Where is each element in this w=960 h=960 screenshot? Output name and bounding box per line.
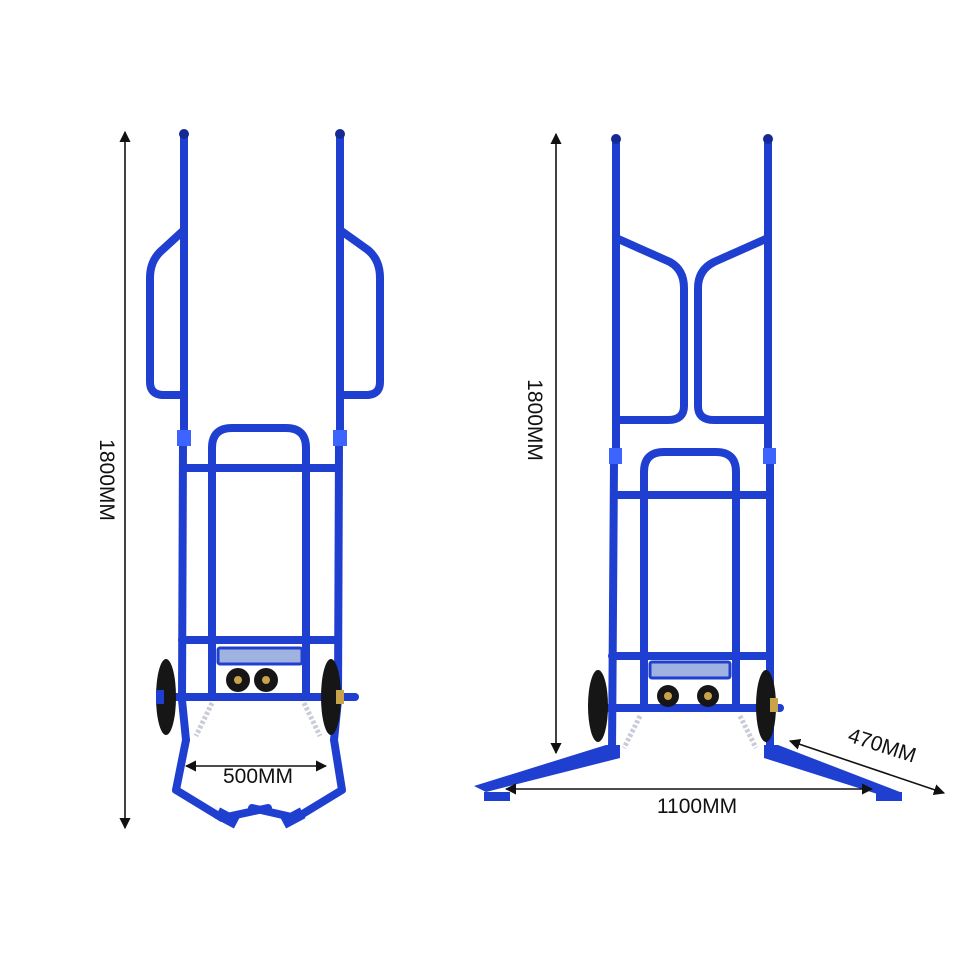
open-left-base-leg	[474, 745, 620, 792]
open-caster-wheels	[657, 685, 719, 707]
open-left-collar	[609, 448, 622, 464]
open-left-upright	[608, 136, 620, 756]
width-dimension: 500MM	[184, 760, 328, 788]
open-left-foot-plate	[484, 792, 510, 801]
open-left-spring	[621, 714, 643, 750]
right-handle-cap	[335, 129, 345, 139]
right-grip-loop	[336, 226, 384, 399]
folded-base-left	[172, 736, 272, 822]
right-spring	[301, 701, 323, 738]
right-joint-collar	[333, 430, 347, 446]
open-inner-u-frame	[640, 448, 740, 712]
open-left-grip-loop	[612, 234, 688, 424]
depth-label: 470MM	[845, 724, 919, 768]
open-height-label: 1800MM	[523, 379, 546, 461]
unfolded-hand-truck-view	[474, 134, 902, 801]
open-caster-plate	[648, 660, 732, 680]
left-foot-plate	[214, 807, 240, 829]
left-wheel	[156, 659, 176, 735]
open-right-spring	[737, 714, 759, 750]
open-right-grip-loop	[694, 234, 772, 424]
right-foot-plate	[280, 807, 306, 829]
right-wheel	[321, 659, 344, 735]
length-label: 1100MM	[657, 795, 737, 818]
open-right-collar	[763, 448, 776, 464]
front-height-dimension: 1800MM	[95, 130, 131, 830]
open-left-wheel	[588, 670, 608, 742]
inner-u-frame	[208, 424, 310, 701]
left-spring	[193, 701, 215, 738]
front-height-label: 1800MM	[95, 439, 118, 521]
caster-plate	[216, 646, 304, 666]
open-right-cap	[763, 134, 773, 144]
length-dimension: 1100MM	[504, 783, 874, 818]
open-height-dimension: 1800MM	[523, 132, 562, 755]
left-grip-loop	[146, 226, 188, 399]
open-left-cap	[611, 134, 621, 144]
left-joint-collar	[177, 430, 191, 446]
caster-wheels	[226, 668, 278, 692]
left-handle-cap	[179, 129, 189, 139]
folded-base-right	[248, 736, 346, 822]
open-right-foot-plate	[876, 792, 902, 801]
open-right-wheel	[756, 670, 778, 742]
width-label: 500MM	[223, 765, 293, 788]
open-right-upright	[764, 136, 774, 756]
folded-hand-truck-view	[146, 129, 384, 829]
